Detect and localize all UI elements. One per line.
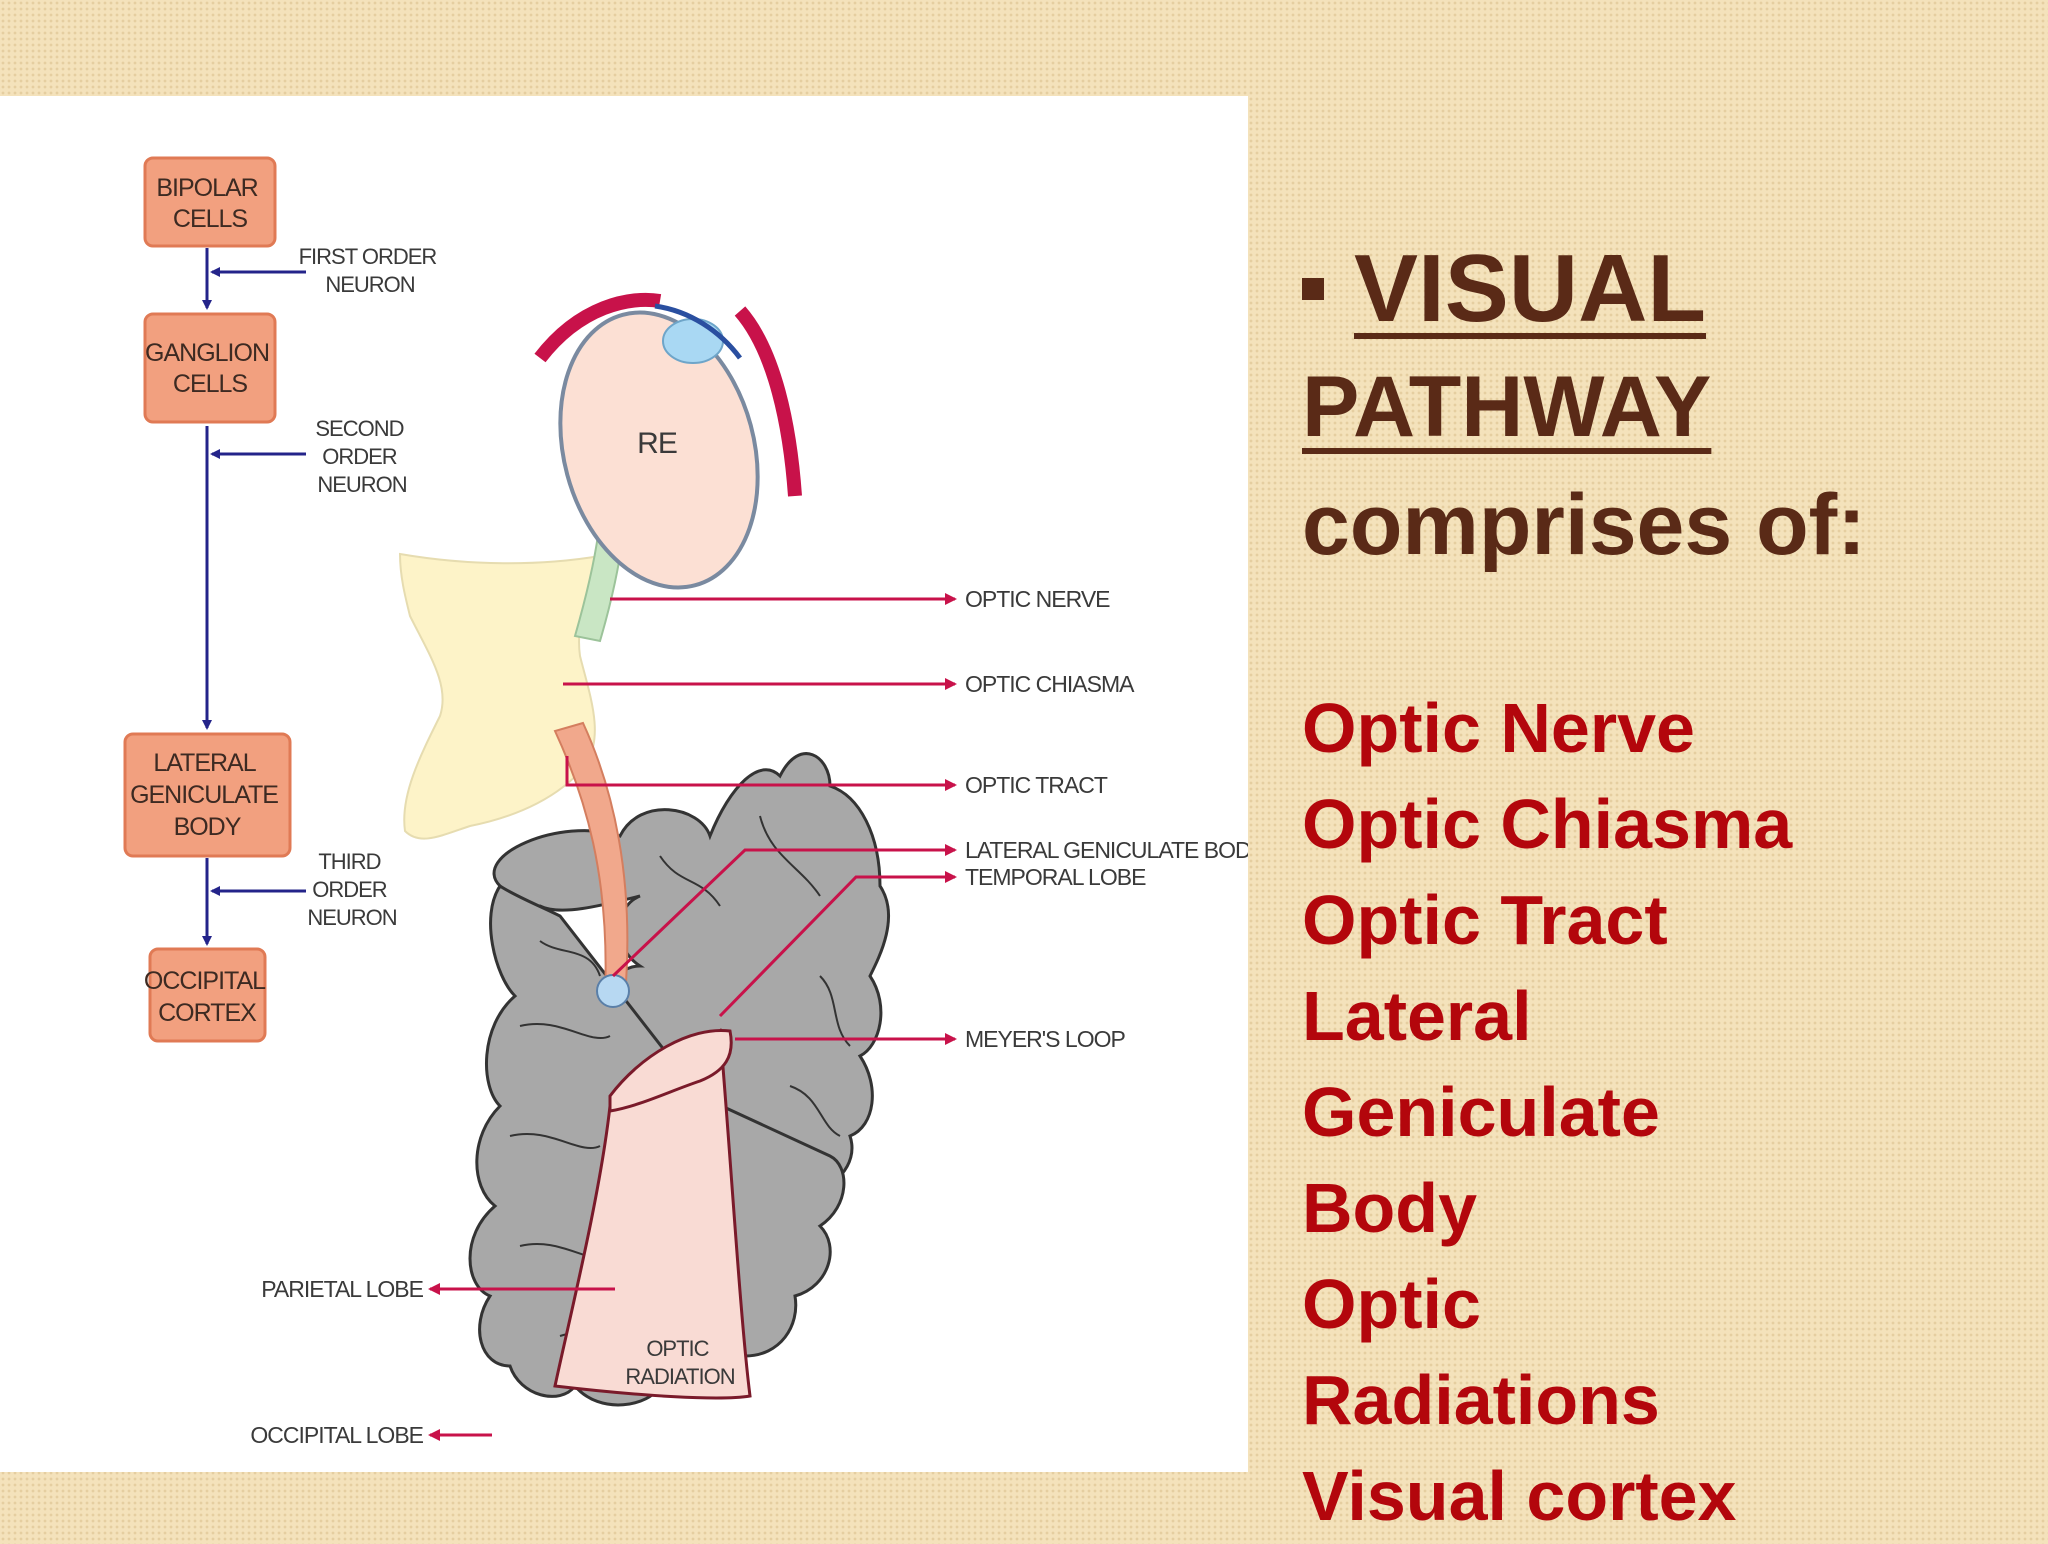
- square-bullet-icon: [1302, 278, 1324, 300]
- neuron-flowchart: BIPOLAR CELLS GANGLION CELLS LATERAL GEN…: [123, 156, 442, 1043]
- svg-text:SECOND ORDER NEURO: SECOND ORDER NEURON: [315, 416, 408, 497]
- eye-outer-muscle: [534, 292, 662, 363]
- component-item: Visual cortex: [1302, 1457, 1737, 1535]
- ganglion-cells-box: [143, 312, 277, 424]
- bipolar-cells-box: [143, 156, 277, 248]
- components-list: Optic Nerve Optic Chiasma Optic Tract La…: [1302, 680, 2022, 1544]
- callout-lgb-line: [611, 844, 957, 978]
- component-item: Optic Chiasma: [1302, 785, 1793, 863]
- second-order-label-1: SECOND: [315, 416, 403, 441]
- heading-line-2: PATHWAY: [1302, 348, 2022, 466]
- callout-parietal-lobe-label: PARIETAL LOBE: [261, 1276, 423, 1302]
- component-item: Optic Nerve: [1302, 689, 1695, 767]
- occipital-cortex-label-1: OCCIPITAL: [144, 967, 266, 995]
- heading-comprises: comprises of:: [1302, 477, 1866, 573]
- ganglion-label-2: CELLS: [173, 370, 248, 398]
- occipital-cortex-label-2: CORTEX: [158, 999, 257, 1027]
- diagram-panel: BIPOLAR CELLS GANGLION CELLS LATERAL GEN…: [0, 96, 1248, 1472]
- heading-visual: VISUAL: [1354, 235, 1707, 342]
- callout-optic-tract-label: OPTIC TRACT: [965, 772, 1108, 798]
- first-order-label-2: NEURON: [325, 272, 414, 297]
- optic-radiation-label-1: OPTIC: [646, 1336, 709, 1361]
- third-order-label-3: NEURON: [307, 905, 396, 930]
- heading-pathway: PATHWAY: [1302, 359, 1712, 455]
- first-order-label-1: FIRST ORDER: [299, 244, 437, 269]
- bipolar-label-2: CELLS: [173, 205, 248, 233]
- lgb-box: [123, 732, 292, 858]
- bipolar-label-1: BIPOLAR: [156, 174, 257, 202]
- optic-chiasma: [398, 552, 602, 840]
- callout-optic-chiasma-label: OPTIC CHIASMA: [965, 671, 1135, 697]
- optic-radiation-label-2: RADIATION: [625, 1364, 734, 1389]
- anatomy: OPTIC RADIATION RE OPTIC NERVE O: [250, 292, 1248, 1448]
- component-item: Geniculate: [1302, 1073, 1660, 1151]
- callout-lgb-label: LATERAL GENICULATE BODY: [965, 837, 1248, 863]
- callout-occipital-lobe-label: OCCIPITAL LOBE: [250, 1422, 423, 1448]
- lgb-label-3: BODY: [174, 813, 242, 841]
- third-order-label-2: ORDER: [312, 877, 387, 902]
- component-item: Optic Tract: [1302, 881, 1668, 959]
- eye-globe: [558, 310, 760, 590]
- component-item: Optic: [1302, 1265, 1481, 1343]
- svg-text:OCCIPITAL CORTEX: OCCIPITAL CORTEX: [144, 967, 270, 1027]
- component-item: Radiations: [1302, 1361, 1660, 1439]
- callout-optic-nerve-label: OPTIC NERVE: [965, 586, 1110, 612]
- svg-text:THIRD ORDER NEURON: THIRD ORDER NEURON: [307, 849, 396, 930]
- callout-optic-tract-line: [565, 756, 957, 791]
- meyers-loop: [608, 1028, 733, 1113]
- svg-text:FIRST ORDER NEURON: FIRST ORDER NEURON: [299, 244, 442, 297]
- heading-line-1: VISUAL: [1302, 230, 2022, 348]
- svg-text:GANGLION CELLS: GANGLION CELLS: [145, 339, 275, 398]
- text-panel: VISUAL PATHWAY comprises of: Optic Nerve…: [1302, 230, 2022, 1544]
- callout-lines: [428, 593, 957, 1441]
- component-item: Body: [1302, 1169, 1477, 1247]
- svg-text:OPTIC RADIATION: OPTIC RADIATION: [625, 1336, 734, 1389]
- callout-temporal-lobe-line: [718, 871, 957, 1018]
- eye-inner-muscle: [734, 306, 802, 497]
- callout-temporal-lobe-label: TEMPORAL LOBE: [965, 864, 1146, 890]
- lgb-label-1: LATERAL: [153, 749, 256, 777]
- svg-text:BIPOLAR CELLS: BIPOLAR CELLS: [156, 174, 263, 233]
- occipital-cortex-box: [148, 947, 267, 1043]
- lgb-label-2: GENICULATE: [130, 781, 278, 809]
- eye-cornea: [654, 303, 743, 360]
- visual-pathway-diagram: BIPOLAR CELLS GANGLION CELLS LATERAL GEN…: [123, 156, 1248, 1448]
- eye-lens: [662, 318, 724, 364]
- lateral-geniculate-body: [596, 974, 630, 1008]
- second-order-label-2: ORDER: [322, 444, 397, 469]
- svg-text:LATERAL GENICULATE: LATERAL GENICULATE BODY: [130, 749, 284, 841]
- component-item: Lateral: [1302, 977, 1532, 1055]
- second-order-label-3: NEURON: [317, 472, 406, 497]
- callout-meyers-loop-label: MEYER'S LOOP: [965, 1026, 1125, 1052]
- eye-label: RE: [637, 427, 677, 460]
- third-order-label-1: THIRD: [318, 849, 380, 874]
- ganglion-label-1: GANGLION: [145, 339, 269, 367]
